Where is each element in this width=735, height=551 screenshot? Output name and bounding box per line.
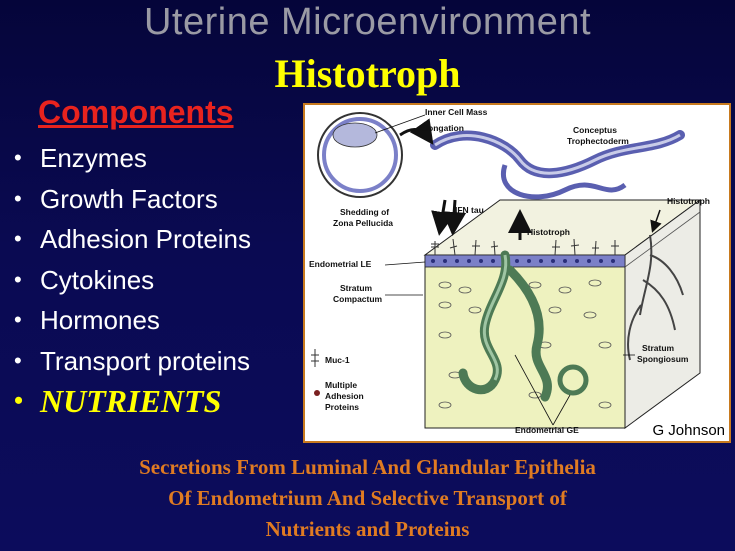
label-histotroph-right: Histotroph <box>667 196 710 206</box>
label-elongation: Elongation <box>420 123 464 133</box>
list-item: • Adhesion Proteins <box>14 223 251 264</box>
bullet-icon: • <box>14 307 22 332</box>
histotroph-diagram: Inner Cell Mass Elongation Conceptus Tro… <box>303 103 731 443</box>
label-spongiosum: Spongiosum <box>637 354 689 364</box>
bullet-icon: • <box>14 226 22 251</box>
label-zona-pellucida: Zona Pellucida <box>333 218 393 228</box>
bullet-icon: • <box>14 266 22 292</box>
components-list: • Enzymes • Growth Factors • Adhesion Prote… <box>14 142 251 426</box>
label-proteins: Proteins <box>325 402 359 412</box>
adhesion-protein-icon <box>314 390 320 396</box>
label-stratum-spongiosum: Stratum <box>642 343 675 353</box>
muc1-glycocalyx <box>431 238 619 256</box>
label-endometrial-le: Endometrial LE <box>309 259 372 269</box>
label-compactum: Compactum <box>333 294 383 304</box>
label-inner-cell-mass: Inner Cell Mass <box>425 107 488 117</box>
endometrial-gland <box>458 250 589 402</box>
diagram-arrows <box>399 118 662 240</box>
label-histotroph-center: Histotroph <box>527 227 570 237</box>
conceptus-loop <box>500 164 627 200</box>
label-trophectoderm: Trophectoderm <box>567 136 629 146</box>
stroma-cells <box>438 279 612 409</box>
list-item-nutrients: • NUTRIENTS <box>14 385 251 426</box>
label-ifn-tau: IFN tau <box>455 205 484 215</box>
label-stratum-compactum: Stratum <box>340 283 373 293</box>
muc1-icon <box>311 349 319 367</box>
bullet-icon: • <box>14 347 22 373</box>
list-item-label: Hormones <box>40 305 160 335</box>
bullet-icon: • <box>14 145 22 170</box>
list-item-label: Transport proteins <box>40 345 251 376</box>
list-item: • Transport proteins <box>14 345 251 386</box>
list-item-label: Enzymes <box>40 143 147 173</box>
list-item: • Enzymes <box>14 142 251 183</box>
diagram-svg: Inner Cell Mass Elongation Conceptus Tro… <box>309 107 710 435</box>
label-muc1: Muc-1 <box>325 355 350 365</box>
footer-line: Of Endometrium And Selective Transport o… <box>168 486 567 510</box>
list-item-label: Cytokines <box>40 264 155 295</box>
list-item-label: Growth Factors <box>40 183 218 214</box>
bullet-icon: • <box>14 185 22 211</box>
blastocyst <box>317 112 403 198</box>
label-multiple: Multiple <box>325 380 357 390</box>
footer-line: Secretions From Luminal And Glandular Ep… <box>139 455 596 479</box>
footer-caption: Secretions From Luminal And Glandular Ep… <box>0 452 735 545</box>
slide-subtitle: Histotroph <box>274 51 461 96</box>
label-conceptus: Conceptus <box>573 125 617 135</box>
bullet-icon: • <box>14 386 24 415</box>
list-item: • Cytokines <box>14 264 251 305</box>
label-shedding: Shedding of <box>340 207 389 217</box>
slide-title: Uterine Microenvironment <box>143 1 592 43</box>
footer-line: Nutrients and Proteins <box>265 517 470 541</box>
list-item: • Growth Factors <box>14 183 251 224</box>
list-item: • Hormones <box>14 304 251 345</box>
elongating-conceptus <box>430 130 685 179</box>
label-adhesion: Adhesion <box>325 391 364 401</box>
list-item-label: Adhesion Proteins <box>40 224 252 254</box>
components-heading: Components <box>38 94 234 130</box>
figure-credit: G Johnson <box>650 422 727 439</box>
label-endometrial-ge: Endometrial GE <box>515 425 579 435</box>
gland-branches <box>627 234 684 361</box>
list-item-label: NUTRIENTS <box>40 383 222 419</box>
